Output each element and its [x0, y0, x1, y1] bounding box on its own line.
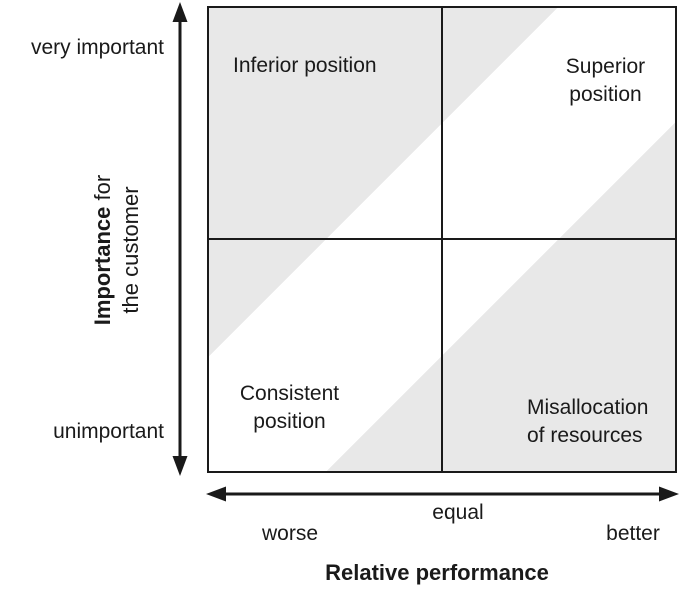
x-axis-right-label: better — [606, 522, 660, 545]
x-axis-left-label: worse — [261, 522, 319, 545]
x-axis-arrow — [206, 486, 679, 502]
y-axis-title-line2: the customer — [118, 186, 143, 314]
y-axis-arrow — [172, 2, 188, 476]
y-axis-top-label: very important — [30, 36, 164, 59]
x-axis-arrowhead-right-icon — [659, 486, 679, 502]
y-axis-bottom-label: unimportant — [53, 420, 164, 443]
quadrant-divider-horizontal — [207, 238, 677, 240]
quadrant-label-consistent-position: Consistent position — [239, 382, 340, 433]
y-axis-title-regular-word: for — [90, 174, 115, 207]
x-axis-title: Relative performance — [325, 560, 549, 585]
y-axis-arrowhead-down-icon — [172, 456, 188, 476]
y-axis-title-bold-word: Importance — [90, 206, 115, 326]
y-axis-title: Importance for the customer — [89, 150, 145, 350]
x-axis-center-label: equal — [432, 501, 484, 524]
x-axis-arrowhead-left-icon — [206, 486, 226, 502]
y-axis-title-line1: Importance for — [89, 150, 117, 350]
quadrant-label-misallocation-of-resources: Misallocation of resources — [527, 396, 649, 447]
quadrant-label-superior-position: Superior position — [565, 55, 646, 106]
quadrant-label-inferior-position: Inferior position — [233, 54, 377, 77]
y-axis-arrowhead-up-icon — [172, 2, 188, 22]
